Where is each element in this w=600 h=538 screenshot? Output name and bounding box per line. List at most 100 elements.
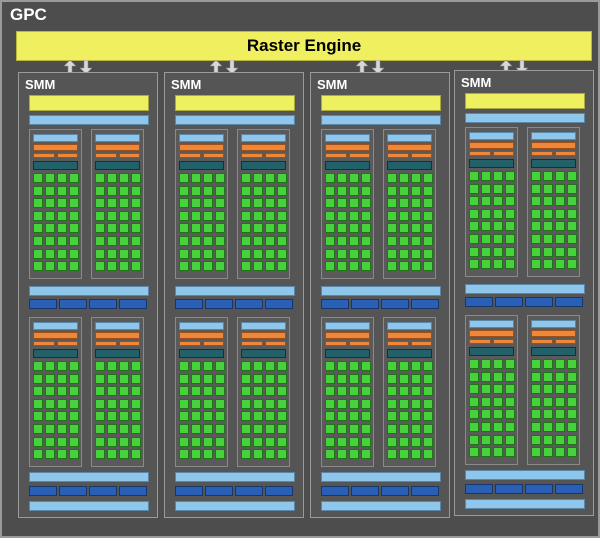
warp-scheduler xyxy=(241,332,286,339)
instruction-buffer xyxy=(179,134,224,142)
cuda-core xyxy=(68,198,79,209)
cuda-core xyxy=(410,411,421,422)
instruction-buffer xyxy=(325,322,370,330)
cuda-core xyxy=(348,449,359,460)
dispatch-unit xyxy=(410,341,432,346)
processing-block xyxy=(527,315,580,465)
cuda-core xyxy=(214,185,225,196)
gpc-label: GPC xyxy=(10,5,47,24)
cuda-core xyxy=(252,361,263,371)
cuda-core xyxy=(336,411,347,422)
cuda-core xyxy=(130,248,141,259)
cuda-core xyxy=(542,447,553,458)
cuda-core xyxy=(398,436,409,447)
tex-unit xyxy=(381,299,409,309)
cuda-core xyxy=(531,259,541,270)
processing-block xyxy=(321,129,374,279)
tex-unit xyxy=(321,486,349,496)
dispatch-unit xyxy=(202,341,224,346)
cuda-core xyxy=(44,436,55,447)
cuda-core xyxy=(130,436,141,447)
cuda-core xyxy=(276,361,287,371)
tex-unit xyxy=(495,297,523,307)
tex-unit xyxy=(555,297,583,307)
cuda-core xyxy=(531,371,541,382)
cuda-core xyxy=(336,449,347,460)
cuda-core xyxy=(56,185,67,196)
warp-scheduler xyxy=(469,142,514,149)
dispatch-unit xyxy=(118,153,140,158)
cuda-core xyxy=(252,185,263,196)
shared-memory xyxy=(321,501,441,511)
cuda-core xyxy=(33,361,43,371)
cuda-core xyxy=(241,361,251,371)
cuda-core xyxy=(202,361,213,371)
cuda-core xyxy=(190,398,201,409)
dispatch-unit xyxy=(179,341,201,346)
cuda-core xyxy=(422,173,433,183)
register-file xyxy=(469,347,514,356)
cuda-core xyxy=(531,208,541,219)
cuda-core xyxy=(469,447,479,458)
cuda-core xyxy=(480,183,491,194)
cuda-core xyxy=(252,398,263,409)
cuda-core xyxy=(325,436,335,447)
cuda-core xyxy=(480,359,491,369)
cuda-core xyxy=(202,198,213,209)
cuda-core xyxy=(325,223,335,234)
cuda-core xyxy=(554,434,565,445)
cuda-core xyxy=(325,173,335,183)
cuda-core xyxy=(566,447,577,458)
dispatch-unit xyxy=(241,153,263,158)
tex-unit xyxy=(351,486,379,496)
register-file xyxy=(387,349,432,358)
cuda-core xyxy=(480,447,491,458)
cuda-core xyxy=(325,398,335,409)
cuda-core xyxy=(554,196,565,207)
cuda-core xyxy=(130,185,141,196)
register-file xyxy=(33,349,78,358)
cuda-core xyxy=(202,449,213,460)
cuda-core xyxy=(360,173,371,183)
tex-unit xyxy=(89,299,117,309)
cuda-core xyxy=(422,210,433,221)
cuda-core xyxy=(33,236,43,246)
cuda-core xyxy=(336,386,347,397)
cuda-core xyxy=(410,436,421,447)
cuda-core xyxy=(56,173,67,183)
cuda-core xyxy=(504,396,515,407)
cuda-core xyxy=(190,261,201,272)
cuda-core xyxy=(360,386,371,397)
cuda-core xyxy=(68,386,79,397)
cuda-core xyxy=(202,236,213,246)
cuda-core xyxy=(202,373,213,384)
cuda-core xyxy=(252,210,263,221)
cuda-core xyxy=(566,183,577,194)
cuda-core xyxy=(398,261,409,272)
cuda-core xyxy=(398,173,409,183)
cuda-core xyxy=(68,173,79,183)
dispatch-unit xyxy=(348,341,370,346)
tex-unit xyxy=(525,484,553,494)
cuda-core xyxy=(480,221,491,232)
cuda-core xyxy=(348,411,359,422)
tex-unit xyxy=(525,297,553,307)
cuda-core xyxy=(95,449,105,460)
cuda-core xyxy=(241,185,251,196)
cuda-core xyxy=(179,198,189,209)
cuda-core xyxy=(542,434,553,445)
dispatch-unit xyxy=(264,153,286,158)
instruction-buffer xyxy=(33,322,78,330)
warp-scheduler xyxy=(33,332,78,339)
cuda-core xyxy=(264,373,275,384)
cuda-core xyxy=(554,371,565,382)
cuda-core xyxy=(130,223,141,234)
cuda-core xyxy=(531,447,541,458)
cuda-core xyxy=(422,424,433,434)
cuda-core xyxy=(398,248,409,259)
cuda-core xyxy=(348,223,359,234)
cuda-core xyxy=(531,171,541,181)
cuda-core xyxy=(130,449,141,460)
cuda-core xyxy=(554,396,565,407)
tex-unit xyxy=(381,486,409,496)
